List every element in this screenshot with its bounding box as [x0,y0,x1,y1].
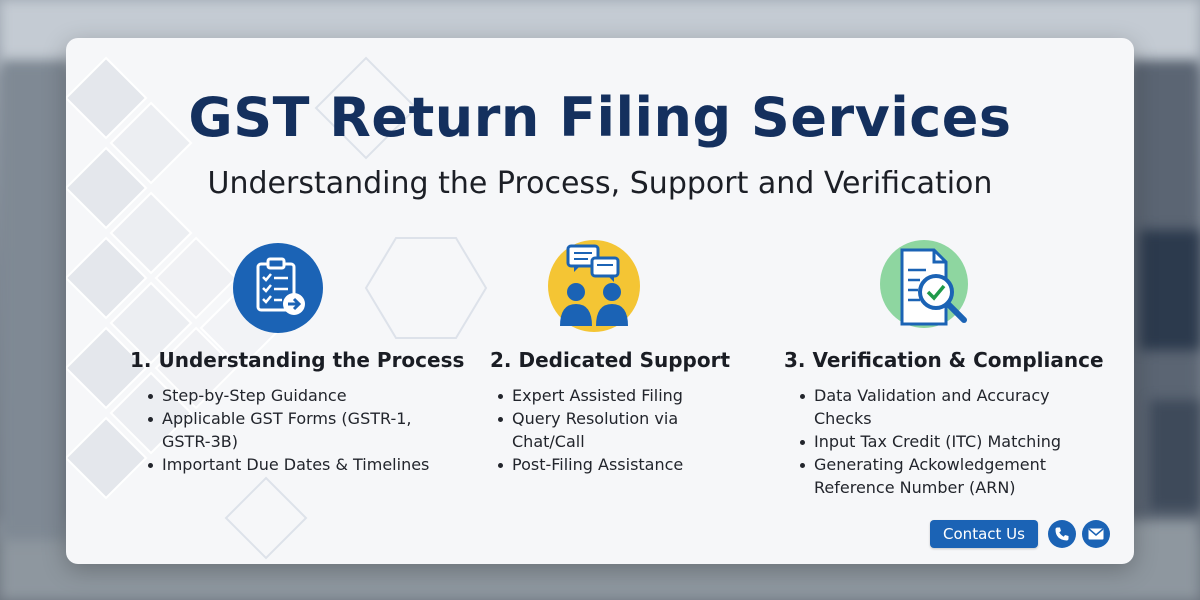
list-item: Step-by-Step Guidance [148,384,458,407]
clipboard-checklist-icon [232,242,324,338]
page-subtitle: Understanding the Process, Support and V… [207,166,993,201]
list-item: Expert Assisted Filing [498,384,738,407]
bullet-list: Step-by-Step Guidance Applicable GST For… [148,384,458,476]
list-item: Applicable GST Forms (GSTR-1, GSTR-3B) [148,407,458,453]
list-item: Post-Filing Assistance [498,453,738,476]
column-heading: 3. Verification & Compliance [784,348,1104,372]
list-item: Important Due Dates & Timelines [148,453,458,476]
column-heading: 1. Understanding the Process [130,348,465,372]
contact-us-button[interactable]: Contact Us [930,520,1038,548]
diamond-pattern-decoration [66,56,488,560]
bullet-list: Data Validation and Accuracy Checks Inpu… [800,384,1100,499]
column-heading: 2. Dedicated Support [490,348,731,372]
bullet-list: Expert Assisted Filing Query Resolution … [498,384,738,476]
list-item: Input Tax Credit (ITC) Matching [800,430,1100,453]
info-card: GST Return Filing Services Understanding… [66,38,1134,564]
list-item: Data Validation and Accuracy Checks [800,384,1100,430]
mail-icon[interactable] [1082,520,1110,548]
list-item: Generating Ackowledgement Reference Numb… [800,453,1100,499]
support-chat-users-icon [546,238,642,338]
page-title: GST Return Filing Services [188,86,1012,149]
document-magnifier-check-icon [878,238,978,338]
list-item: Query Resolution via Chat/Call [498,407,738,453]
phone-icon[interactable] [1048,520,1076,548]
